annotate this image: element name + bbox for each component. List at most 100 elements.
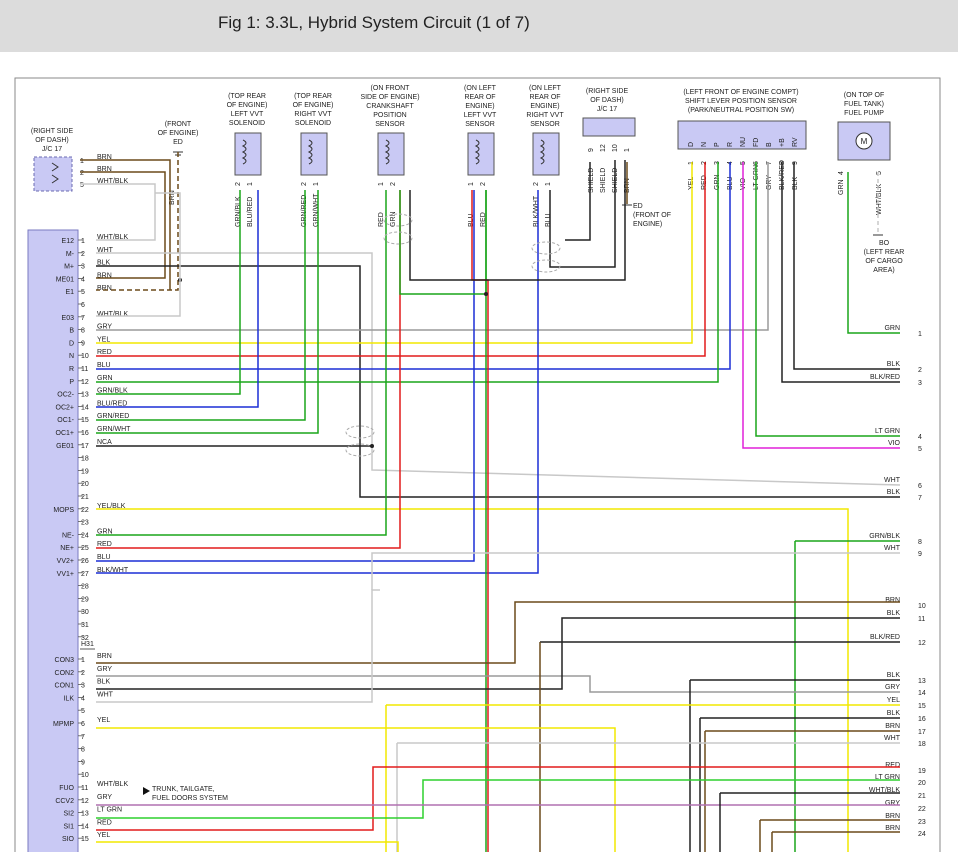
wire-code: BLK/WHT [97,567,129,574]
wire-con3 [96,601,900,664]
bo-ground-label: OF CARGO [865,258,903,265]
ed-right-label: (FRONT OF [633,212,671,219]
ecu-terminal-name: M- [66,251,75,258]
wire-code: SHIELD [600,168,607,193]
component-label: RIGHT VVT [526,112,564,119]
component-label: ENGINE) [465,103,494,110]
fuel-pump-label: FUEL PUMP [844,110,884,117]
component-label: SENSOR [375,121,405,128]
wire-code: GRY [766,175,773,190]
component-label: POSITION [373,112,406,119]
pin-number: 4 [838,171,845,175]
wire-code: BRN [97,653,112,660]
wire-b-gry [96,162,769,331]
terminal-name: B [766,142,773,147]
ecu-pin-number: 6 [81,302,85,309]
pin-number: 1 [468,182,475,186]
wiring-diagram: 1E12WHT/BLK2M-WHT3M+BLK4ME01BRN5E1BRN67E… [14,77,941,852]
wire-code: GRN/RED [97,413,129,420]
wire-code: GRN/BLK [235,196,242,227]
wire-brn-jc2 [80,171,166,279]
shield-oval [531,259,561,273]
wire-code: RED [378,212,385,227]
ecu-terminal-name: OC2+ [56,404,74,411]
wire-code: WHT/BLK [97,781,128,788]
fuel-pump-label: FUEL TANK) [844,101,884,108]
component-label: CRANKSHAFT [366,103,414,110]
pin-number: 1 [624,148,631,152]
ecu-pin-number: 27 [81,571,89,578]
ecu-pin-number: 3 [81,264,85,271]
wire-code: NCA [97,439,112,446]
arrow-icon [143,787,150,795]
ecu-terminal-name: NE- [62,532,75,539]
wire-code: RED [885,762,900,769]
wire-code: BRN [97,154,112,161]
coil-icon [474,139,480,165]
component-label: SIDE OF ENGINE) [360,94,419,101]
component-label: ENGINE) [530,103,559,110]
wire-to-2 [793,162,900,370]
ecu-terminal-name: CON3 [55,657,75,664]
wire-code: BLK/RED [870,634,900,641]
jc17-left-label: OF DASH) [35,137,68,144]
ecu-pin-number: 9 [81,340,85,347]
ecu-terminal-name: CCV2 [55,798,74,805]
wire-code: GRN [884,325,900,332]
splice-dot [484,292,488,296]
ecu-pin-number: 24 [81,532,89,539]
terminal-number: 1 [918,331,922,338]
wire-code: WHT [884,545,901,552]
ecu-pin-number: 7 [81,734,85,741]
ecu-terminal-name: SI1 [63,823,74,830]
figure-header: Fig 1: 3.3L, Hybrid System Circuit (1 of… [0,0,958,52]
ecu-pin-number: 18 [81,456,89,463]
ecu-pin-number: 9 [81,759,85,766]
shield-oval [345,443,375,457]
terminal-number: 20 [918,780,926,787]
motor-letter: M [861,137,868,146]
figure-title: Fig 1: 3.3L, Hybrid System Circuit (1 of… [218,13,530,32]
shield-oval [383,231,413,245]
ecu-pin-number: 6 [81,721,85,728]
wire-whtblk-jc5 [80,183,156,241]
component-label: SENSOR [465,121,495,128]
terminal-name: RV [792,137,799,147]
wire-si1 [96,766,900,831]
wire-con1 [96,617,900,690]
coil-icon [384,139,390,165]
component-body [234,132,262,176]
wire-code: BLU [545,213,552,227]
wire-code: BLK [97,679,111,686]
ecu-pin-number: 14 [81,823,89,830]
ecu-pin-number: 20 [81,481,89,488]
terminal-number: 2 [918,367,922,374]
wire-code: YEL [97,717,110,724]
splice-dot [370,444,374,448]
ecu-pin-number: 5 [81,289,85,296]
motor-icon [855,132,873,150]
terminal-number: 5 [918,446,922,453]
pin-number: 2 [301,182,308,186]
terminal-number: 11 [918,616,925,623]
wire-code: WHT [97,691,114,698]
wire-code: LT GRN [875,774,900,781]
wire-grn-crank [399,190,487,295]
ecu-terminal-name: ILK [63,695,74,702]
terminal-number: 3 [918,380,922,387]
wire-shield-2 [549,160,616,268]
ecu-pin-number: 4 [81,695,85,702]
pin-number: 10 [612,144,619,152]
pin-number: 1 [313,182,320,186]
terminal-number: 10 [918,603,926,610]
wire-mpmp [96,727,616,852]
pin-number: 2 [235,182,242,186]
wire-code: RED [97,541,112,548]
component-label: OF ENGINE) [227,102,268,109]
component-label: (TOP REAR [228,93,266,100]
wire-code: BLK [887,710,901,717]
component-label: REAR OF [464,94,495,101]
trunk-note: TRUNK, TAILGATE, [152,786,215,793]
jc-pin-number: 2 [80,170,84,177]
fuel-pump-label: (ON TOP OF [844,92,884,99]
